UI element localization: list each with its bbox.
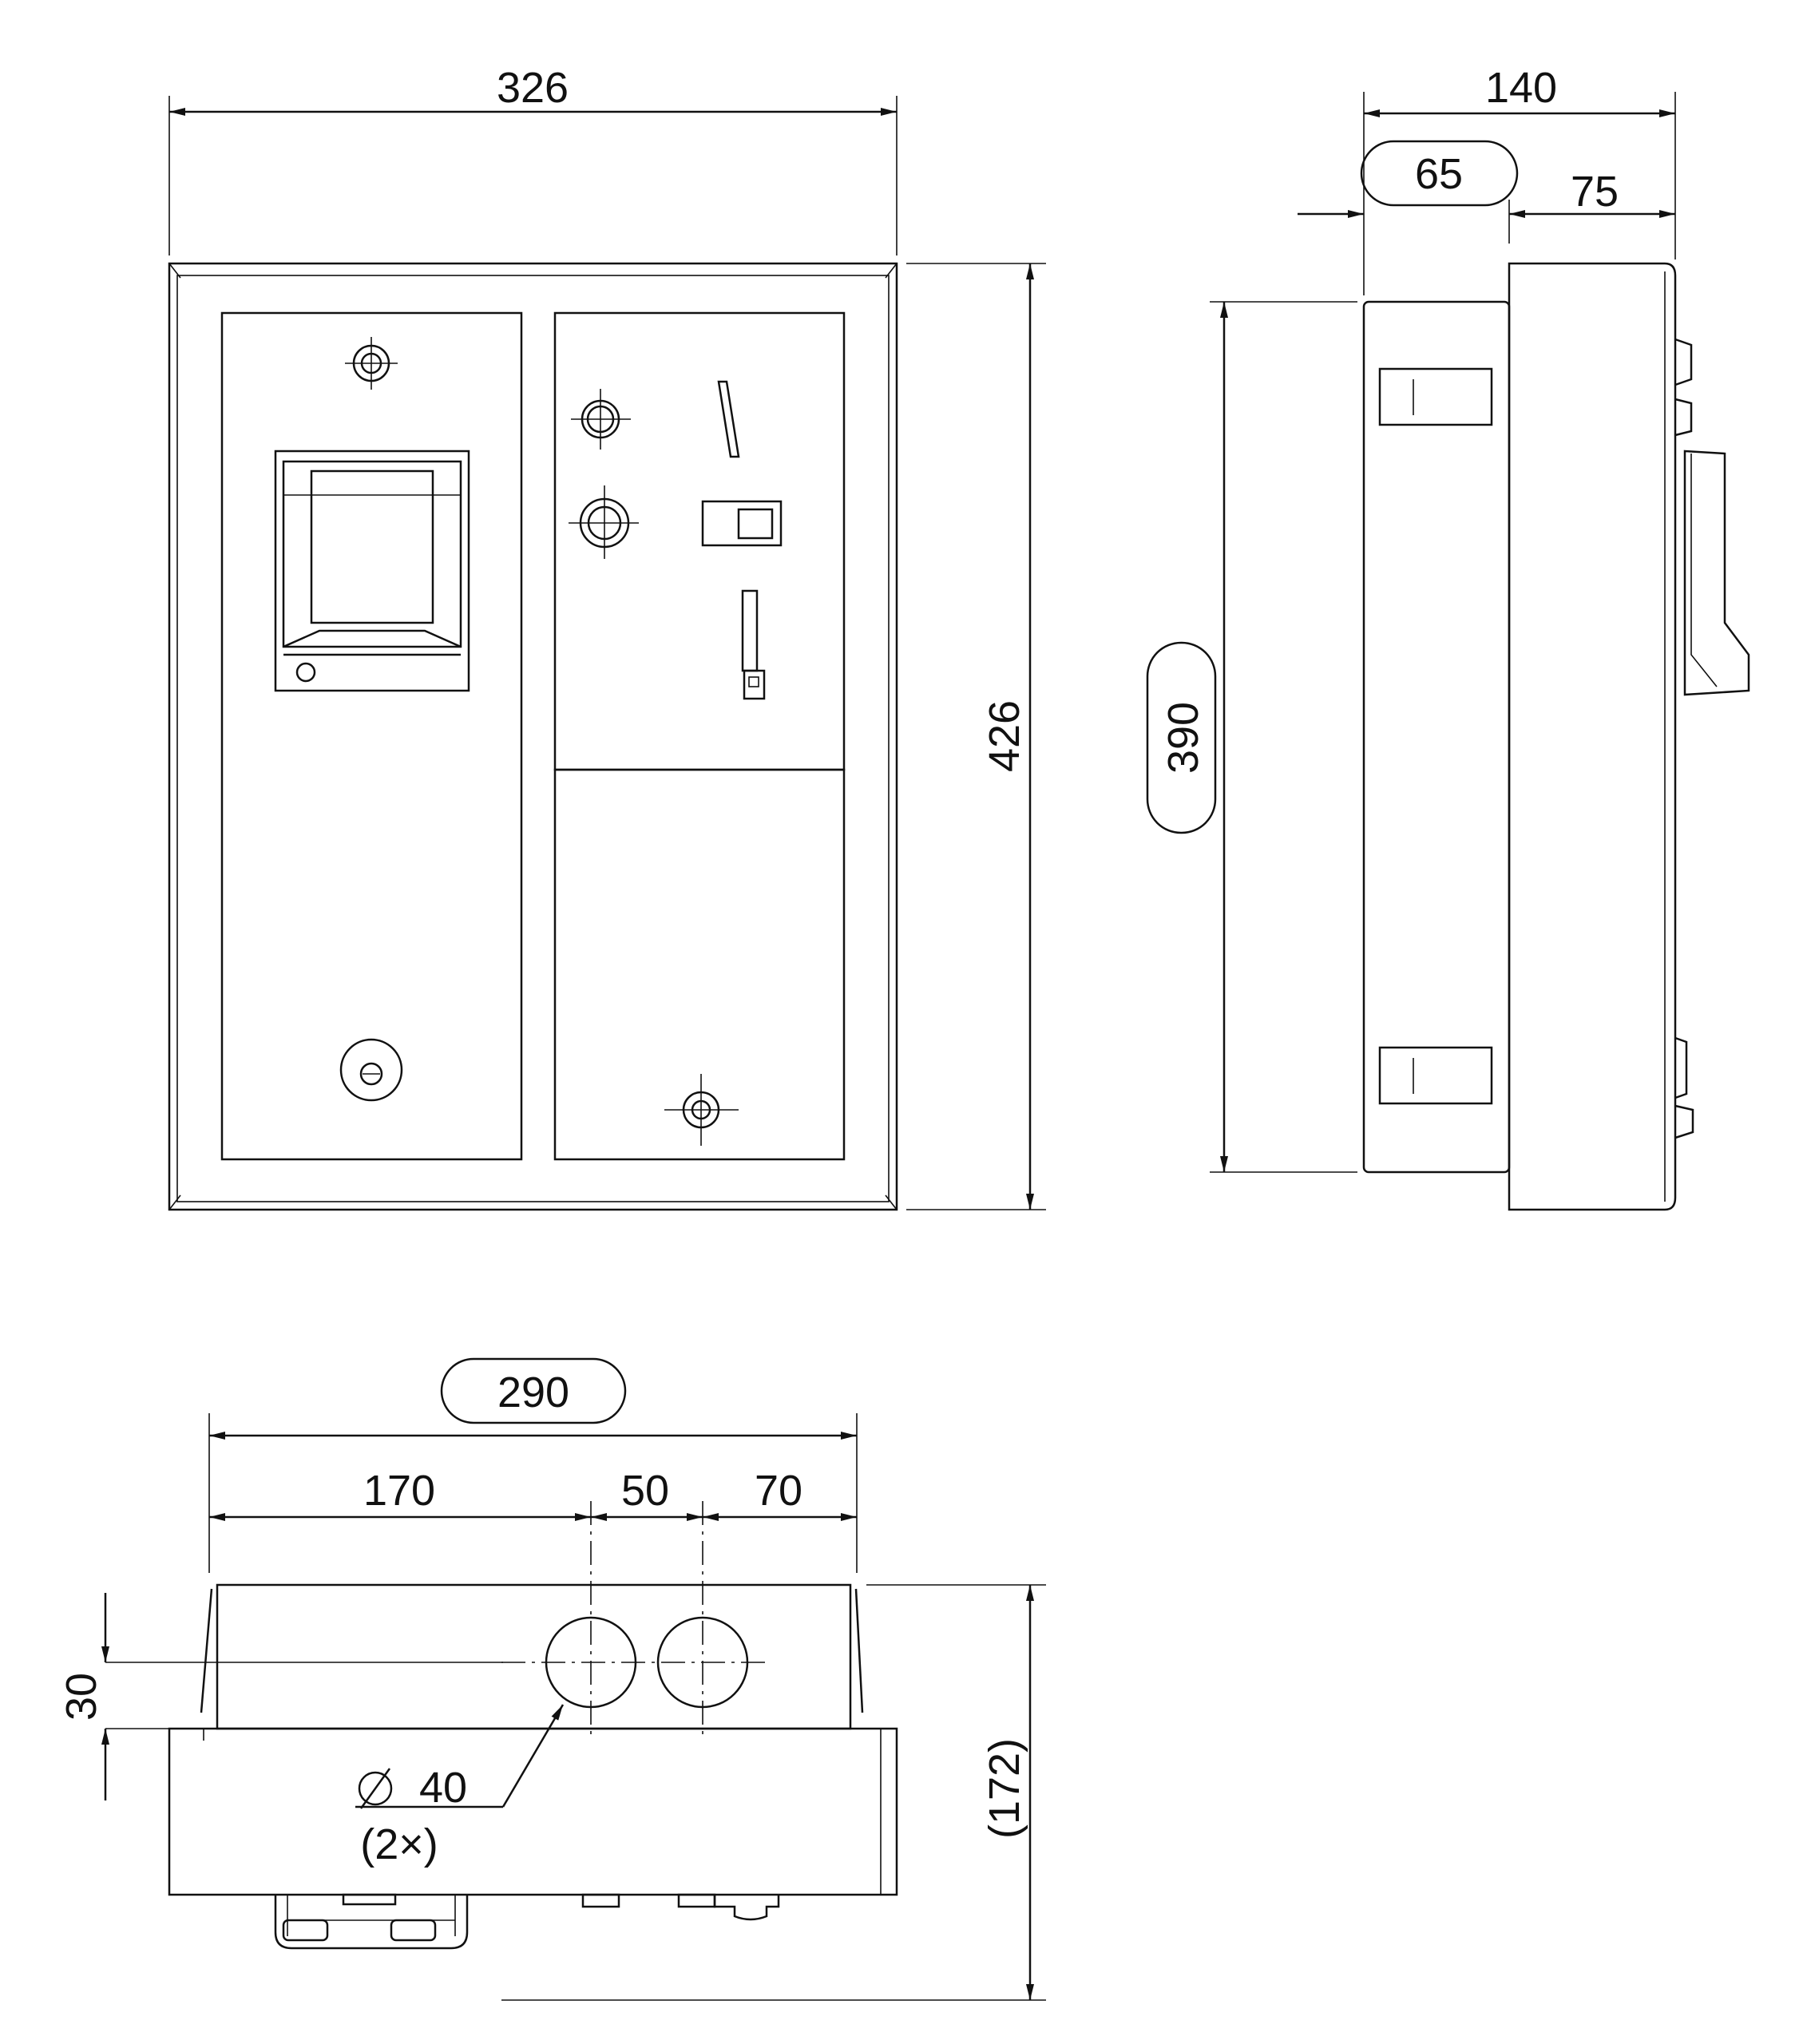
lock-icon [339, 1038, 403, 1102]
rcd-switch-icon [717, 380, 740, 458]
push-button-icon [569, 485, 639, 559]
knockout-hole-icon [656, 1616, 749, 1709]
bottom-width-label: 290 [497, 1369, 569, 1416]
bottom-depth-dimension: (172) [501, 1584, 1046, 2001]
hole-count-label: (2×) [360, 1820, 438, 1868]
bottom-view: 290 170 50 70 30 (17 [57, 1357, 1046, 2001]
bottom-hole-position-dimension: 170 50 70 [209, 1467, 857, 1741]
front-height-dimension: 426 [906, 263, 1046, 1210]
back-depth-label: 65 [1415, 150, 1463, 198]
right-lower-panel [553, 768, 846, 1161]
side-view: 140 65 75 390 [1146, 64, 1750, 1211]
screw-icon [664, 1074, 739, 1146]
diameter-icon [358, 1768, 393, 1809]
side-depth-label: 140 [1485, 64, 1557, 112]
front-width-label: 326 [497, 64, 569, 112]
indicator-light-icon [571, 389, 631, 450]
knockout-hole-icon [545, 1616, 637, 1709]
breaker-lever-icon [741, 589, 766, 700]
diameter-callout: 40 (2×) [355, 1704, 565, 1868]
bottom-housing [168, 1583, 898, 1896]
front-height-label: 426 [981, 700, 1028, 772]
hole-offset-label: 170 [363, 1467, 435, 1515]
diameter-label: 40 [419, 1764, 467, 1812]
right-upper-panel [553, 311, 846, 771]
side-partial-depth-dimension: 65 75 [1298, 140, 1675, 244]
meter-window [274, 450, 470, 692]
front-housing [168, 262, 898, 1211]
bottom-width-dimension: 290 [208, 1357, 858, 1573]
bottom-vertical-dimension: 30 [57, 1593, 503, 1800]
side-depth-dimension: 140 [1363, 64, 1676, 295]
bottom-depth-label: (172) [981, 1738, 1028, 1839]
left-panel [220, 311, 523, 1161]
front-depth-label: 75 [1571, 168, 1619, 216]
screw-icon [345, 337, 398, 390]
hole-spacing-label: 50 [621, 1467, 669, 1515]
front-view: 326 426 [168, 64, 1046, 1211]
side-body [1362, 262, 1750, 1211]
side-height-label: 390 [1159, 702, 1207, 774]
front-width-dimension: 326 [168, 64, 898, 256]
hole-edge-label: 70 [755, 1467, 802, 1515]
toggle-switch-icon [701, 500, 783, 547]
vertical-offset-label: 30 [57, 1673, 105, 1721]
bottom-fittings [274, 1893, 780, 1950]
side-height-dimension: 390 [1146, 301, 1357, 1173]
